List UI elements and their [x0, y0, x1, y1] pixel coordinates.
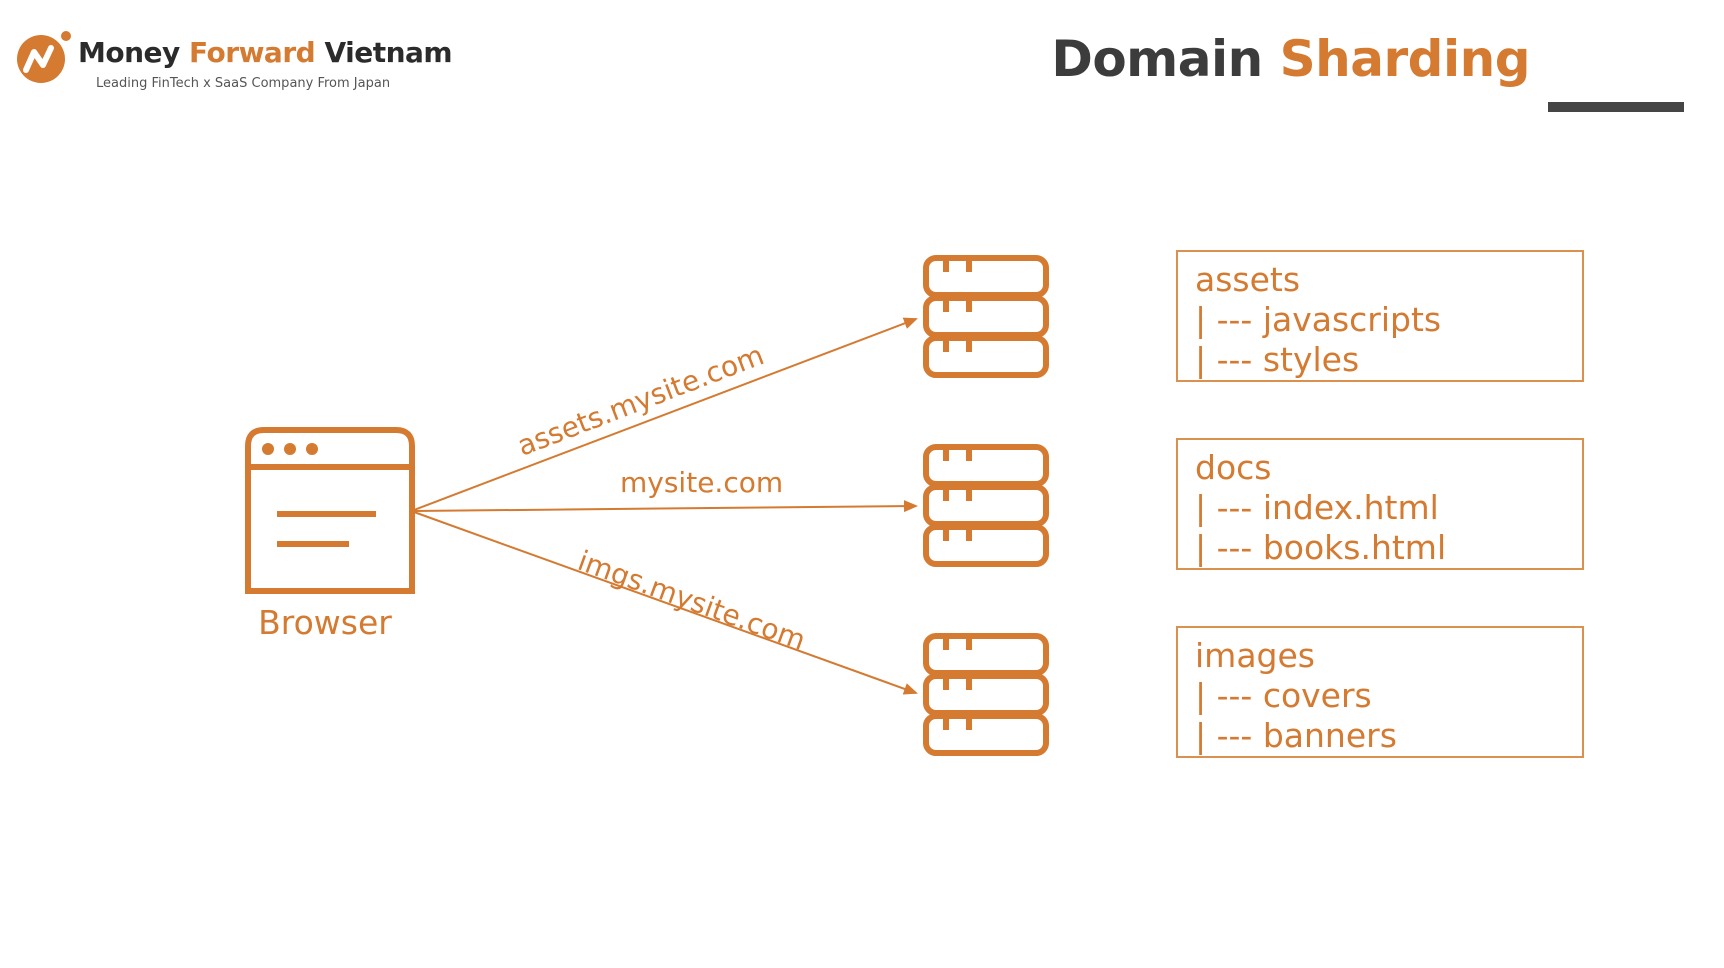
edge-arrow-assets — [413, 317, 918, 511]
server-icon-imgs — [923, 633, 1049, 756]
page-title: Domain Sharding — [1051, 30, 1530, 88]
folder-name: assets — [1195, 260, 1301, 299]
title-underline — [1548, 102, 1684, 112]
brand-logo: Money Forward Vietnam Leading FinTech x … — [16, 30, 453, 100]
brand-money: Money — [78, 36, 180, 69]
server-icon-assets — [923, 255, 1049, 378]
edge-label-main: mysite.com — [620, 466, 784, 499]
folder-box-assets: assets | --- javascripts | --- styles — [1176, 250, 1584, 382]
brand-name: Money Forward Vietnam — [78, 36, 453, 69]
server-icon-main — [923, 444, 1049, 567]
folder-child: | --- index.html — [1195, 488, 1439, 527]
folder-name: images — [1195, 636, 1315, 675]
title-part-domain: Domain — [1051, 30, 1263, 88]
browser-dots-icon — [262, 443, 318, 455]
folder-child: | --- styles — [1195, 340, 1360, 379]
edge-arrow-imgs — [413, 511, 918, 695]
brand-mark-icon — [17, 31, 71, 83]
brand-vietnam: Vietnam — [324, 36, 453, 69]
folder-name: docs — [1195, 448, 1272, 487]
browser-icon — [245, 427, 415, 594]
folder-box-images: images | --- covers | --- banners — [1176, 626, 1584, 758]
folder-child: | --- banners — [1195, 716, 1397, 755]
edge-arrow-main — [413, 500, 918, 513]
brand-forward: Forward — [189, 36, 316, 69]
folder-box-docs: docs | --- index.html | --- books.html — [1176, 438, 1584, 570]
folder-child: | --- books.html — [1195, 528, 1447, 567]
folder-child: | --- javascripts — [1195, 300, 1442, 339]
browser-label: Browser — [258, 603, 392, 642]
title-part-sharding: Sharding — [1279, 30, 1531, 88]
folder-child: | --- covers — [1195, 676, 1372, 715]
brand-tagline: Leading FinTech x SaaS Company From Japa… — [96, 76, 391, 91]
